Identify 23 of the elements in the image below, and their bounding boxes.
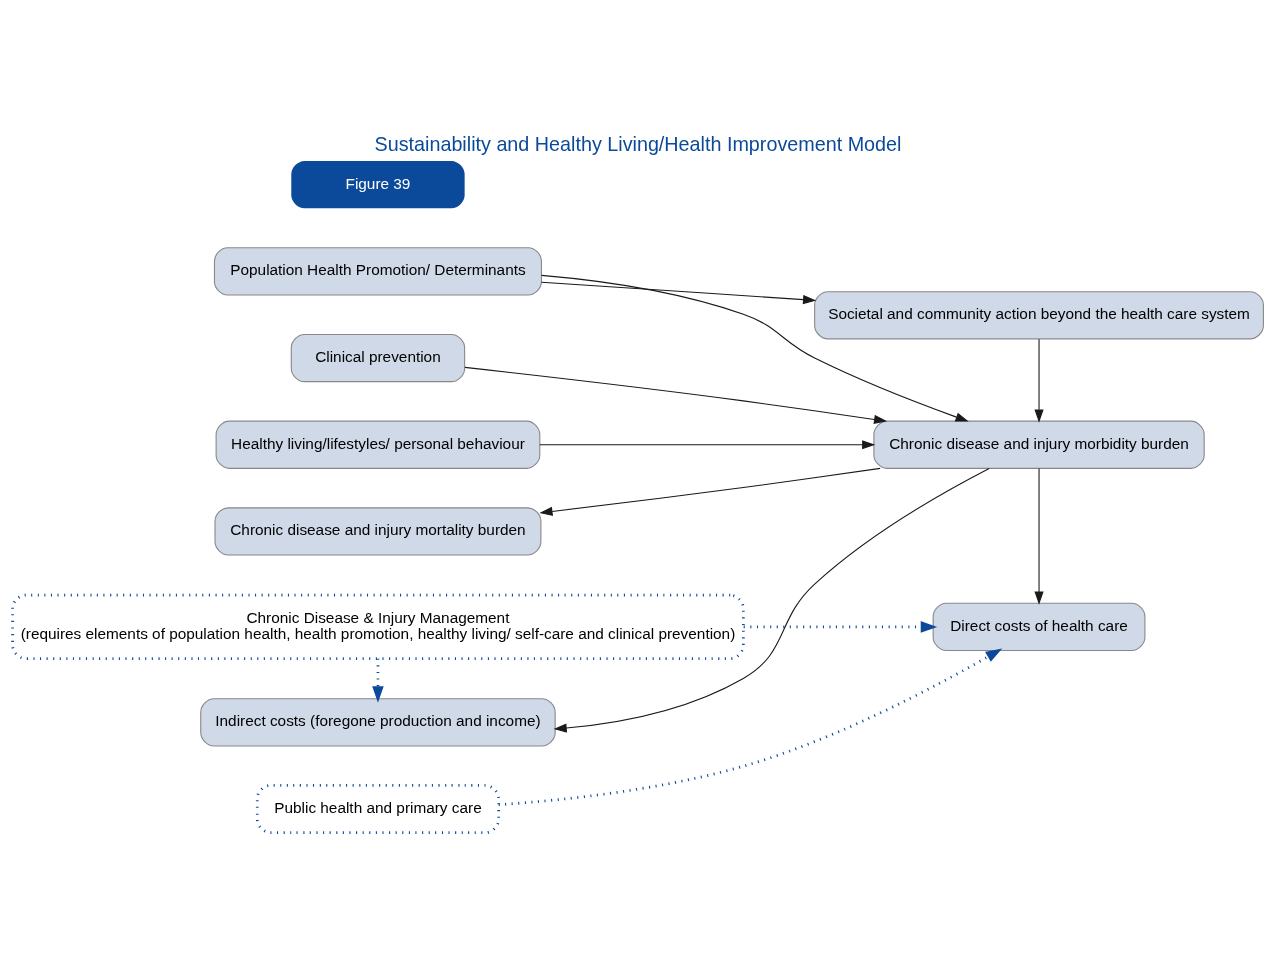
- arrow: [553, 467, 990, 733]
- arrow: [539, 467, 881, 516]
- node-box: Public health and primary care: [255, 783, 500, 834]
- arrow: [539, 439, 876, 449]
- node-box: Indirect costs (foregone production and income): [200, 697, 556, 746]
- label: Figure 39: [345, 174, 411, 192]
- arrow: [541, 274, 969, 422]
- node-box: Population Health Promotion/ Determinants: [213, 246, 542, 296]
- arrow: [1034, 338, 1044, 423]
- arrow: [1034, 467, 1044, 605]
- node-box: Chronic disease and injury mortality burden: [214, 506, 542, 556]
- node-box: Clinical prevention: [290, 333, 466, 382]
- diagram-title: Sustainability and Healthy Living/Health Improvement Model: [374, 132, 902, 155]
- arrow: [464, 366, 888, 424]
- arrow: [372, 658, 384, 703]
- arrow: [498, 648, 1003, 806]
- node-box: Chronic disease and injury morbidity burden: [873, 420, 1205, 469]
- node-box: Chronic Disease & Injury Management (requires elements of population health, health promotion, healthy living/ self-care and clinical prevention): [11, 593, 745, 660]
- node-box: Healthy living/lifestyles/ personal behaviour: [215, 420, 541, 469]
- node-box: Societal and community action beyond the health care system: [814, 290, 1264, 339]
- node-box: Direct costs of health care: [932, 602, 1146, 651]
- arrow: [743, 620, 938, 633]
- arrow: [540, 281, 817, 304]
